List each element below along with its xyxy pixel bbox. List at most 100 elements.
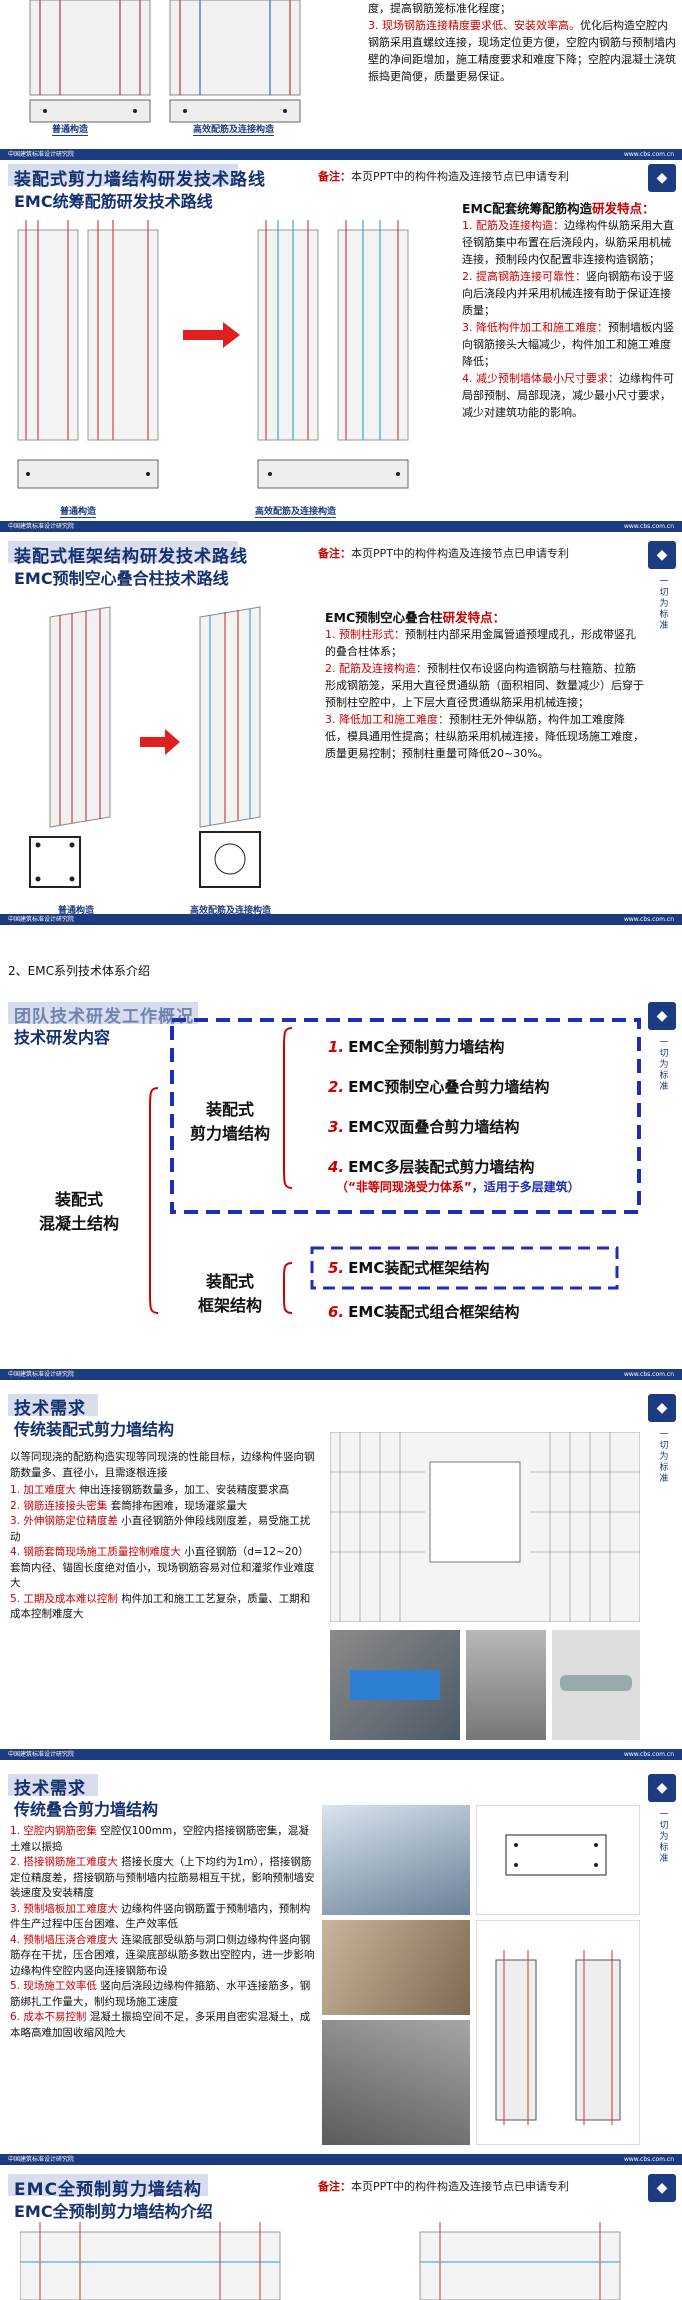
feature-item: 4. 减少预制墙体最小尺寸要求：边缘构件可局部预制、局部现浇，减少最小尺寸要求，… xyxy=(462,370,674,421)
item-body: 小直径钢筋（d=12~20）套筒内径、锚固长度绝对值小，现场钢筋容易对位和灌浆作… xyxy=(10,1546,315,1589)
item-lead: 2. 搭接钢筋施工难度大 xyxy=(10,1856,118,1868)
site-photo-1 xyxy=(330,1630,460,1740)
item-text: EMC多层装配式剪力墙结构 xyxy=(348,1158,535,1176)
requirement-item: 5. 工期及成本难以控制 构件加工和施工工艺复杂，质量、工期和成本控制难度大 xyxy=(10,1592,315,1623)
footer-right: www.cbs.com.cn xyxy=(623,1371,674,1378)
item-body: 搭接长度大（上下均约为1m），搭接钢筋定位精度差，搭接钢筋与预制墙内拉筋易相互干… xyxy=(10,1856,315,1899)
slide6-text: 1. 空腔内钢筋密集 空腔仅100mm，空腔内搭接钢筋密集，混凝土难以振捣 2.… xyxy=(10,1824,315,2041)
slide4-title: 团队技术研发工作概况 xyxy=(14,1007,194,1027)
requirement-item: 2. 钢筋连接接头密集 套筒排布困难，现场灌浆量大 xyxy=(10,1499,315,1515)
slide2-features: EMC配套统筹配筋构造研发特点： 1. 配筋及连接构造：边缘构件纵筋采用大直径钢… xyxy=(462,200,674,421)
requirement-item: 1. 空腔内钢筋密集 空腔仅100mm，空腔内搭接钢筋密集，混凝土难以振捣 xyxy=(10,1824,315,1855)
note-text: 本页PPT中的构件构造及连接节点已申请专利 xyxy=(351,2180,569,2193)
slide5-text: 以等同现浇的配筋构造实现等同现浇的性能目标，边缘构件竖向钢筋数量多、直径小，且需… xyxy=(10,1450,315,1623)
slide7-title: EMC全预制剪力墙结构 xyxy=(14,2180,203,2200)
item-body: 竖向后浇段边缘构件箍筋、水平连接筋多，钢筋绑扎工作量大，制约现场施工速度 xyxy=(10,1980,311,2008)
slide2-note: 备注：本页PPT中的构件构造及连接节点已申请专利 xyxy=(318,168,569,184)
item-lead: 2. 钢筋连接接头密集 xyxy=(10,1499,108,1512)
panel-photo-1 xyxy=(322,1805,470,1915)
item-text: EMC双面叠合剪力墙结构 xyxy=(348,1118,520,1136)
item-body: 边缘构件竖向钢筋置于预制墙内，预制构件生产过程中压台困难、生产效率低 xyxy=(10,1902,311,1931)
item-body: 小直径钢筋外伸段线刚度差，易受施工扰动 xyxy=(10,1515,311,1543)
logo-icon: ◆ xyxy=(648,2174,676,2202)
title-bar xyxy=(8,1002,198,1024)
branch-shear-wall: 装配式 剪力墙结构 xyxy=(189,1100,270,1143)
title-bar xyxy=(8,1774,98,1796)
slide4-subtitle: 技术研发内容 xyxy=(14,1028,111,1047)
item-number: 4. xyxy=(328,1158,345,1176)
section-drawing-2 xyxy=(476,1920,640,2145)
item-body: 连梁底部受纵筋与洞口侧边缘构件竖向钢筋存在干扰，压合困难，连梁底部纵筋多数出空腔… xyxy=(10,1933,315,1977)
note-text: 本页PPT中的构件构造及连接节点已申请专利 xyxy=(351,547,569,560)
footer-left: 中国建筑标准设计研究院 xyxy=(8,2156,75,2163)
item-lead: 1. 空腔内钢筋密集 xyxy=(10,1825,97,1837)
slide-4: 团队技术研发工作概况 技术研发内容 ◆ 一切为标准 装配式 混凝土结构 装配式 … xyxy=(0,998,682,1380)
branch-frame: 装配式 框架结构 xyxy=(197,1272,262,1315)
item-lead: 3. 外伸钢筋定位精度差 xyxy=(10,1515,118,1527)
footer-left: 中国建筑标准设计研究院 xyxy=(8,916,75,923)
title-bar xyxy=(8,2174,208,2196)
item-body: 伸出连接钢筋数量多，加工、安装精度要求高 xyxy=(75,1484,290,1496)
requirement-item: 3. 外伸钢筋定位精度差 小直径钢筋外伸段线刚度差，易受施工扰动 xyxy=(10,1514,315,1545)
item-number: 3. xyxy=(328,1118,345,1136)
slide7-note: 备注：本页PPT中的构件构造及连接节点已申请专利 xyxy=(318,2178,569,2194)
item-body: 构件加工和施工工艺复杂，质量、工期和成本控制难度大 xyxy=(10,1592,311,1621)
item-text: EMC预制空心叠合剪力墙结构 xyxy=(348,1078,550,1096)
research-item-5: 5.EMC装配式框架结构 xyxy=(328,1257,489,1278)
slide2-diagram xyxy=(17,220,409,489)
feature-item: 2. 提高钢筋连接可靠性：竖向钢筋布设于竖向后浇段内并采用机械连接有助于保证连接… xyxy=(462,268,674,319)
logo-icon: ◆ xyxy=(648,1394,676,1422)
requirement-item: 4. 预制墙压浇合难度大 连梁底部受纵筋与洞口侧边缘构件竖向钢筋存在干扰，压合困… xyxy=(10,1933,315,1980)
slide1-point3: 3. 现场钢筋连接精度要求低、安装效率高。优化后构造空腔内钢筋采用直螺纹连接，现… xyxy=(368,17,678,85)
root-node: 装配式 混凝土结构 xyxy=(38,1190,119,1233)
footer-right: www.cbs.com.cn xyxy=(623,523,674,530)
slide2-caption-right: 高效配筋及连接构造 xyxy=(255,504,337,518)
requirement-item: 2. 搭接钢筋施工难度大 搭接长度大（上下均约为1m），搭接钢筋定位精度差，搭接… xyxy=(10,1855,315,1902)
slide5-subtitle: 传统装配式剪力墙结构 xyxy=(14,1420,175,1439)
logo-icon: ◆ xyxy=(648,1002,676,1030)
item-lead: 4. 钢筋套筒现场施工质量控制难度大 xyxy=(10,1546,181,1558)
feature-lead: 1. 配筋及连接构造： xyxy=(462,219,564,232)
slide3-subtitle: EMC预制空心叠合柱技术路线 xyxy=(14,569,229,588)
features-heading: EMC预制空心叠合柱研发特点： xyxy=(325,609,645,626)
feature-item: 2. 配筋及连接构造：预制柱仅布设竖向构造钢筋与柱箍筋、拉筋形成钢筋笼，采用大直… xyxy=(325,660,645,711)
item-lead: 5. 工期及成本难以控制 xyxy=(10,1592,118,1605)
section-heading: 2、EMC系列技术体系介绍 xyxy=(8,964,150,978)
features-heading-red: 研发特点： xyxy=(592,201,655,216)
section-drawing-1 xyxy=(476,1805,640,1915)
footer-right: www.cbs.com.cn xyxy=(623,1751,674,1758)
feature-lead: 2. 配筋及连接构造： xyxy=(325,662,427,675)
feature-body: 预制柱无外伸纵筋，构件加工难度降低，模具通用性提高；柱纵筋采用机械连接，降低现场… xyxy=(325,713,644,760)
item-text: EMC全预制剪力墙结构 xyxy=(348,1038,505,1056)
feature-item: 1. 配筋及连接构造：边缘构件纵筋采用大直径钢筋集中布置在后浇段内，纵筋采用机械… xyxy=(462,217,674,268)
feature-lead: 1. 预制柱形式： xyxy=(325,628,405,641)
logo-icon: ◆ xyxy=(648,541,676,569)
feature-lead: 2. 提高钢筋连接可靠性： xyxy=(462,270,586,283)
note-label: 备注： xyxy=(318,547,351,560)
slide1-point3-body: 优化后构造空腔内钢筋采用直螺纹连接，现场定位更方便，空腔内钢筋与预制墙内壁的净间… xyxy=(368,19,676,83)
features-heading: EMC配套统筹配筋构造研发特点： xyxy=(462,200,674,217)
title-bar xyxy=(8,164,238,186)
item-lead: 1. 加工难度大 xyxy=(10,1484,76,1496)
research-item-1: 1.EMC全预制剪力墙结构 xyxy=(328,1036,504,1057)
note-label: 备注： xyxy=(318,2180,351,2193)
panel-photo-2 xyxy=(322,1920,470,2015)
arrow-icon xyxy=(183,322,240,348)
research-item-3: 3.EMC双面叠合剪力墙结构 xyxy=(328,1116,519,1137)
logo-vertical-text: 一切为标准 xyxy=(659,1430,669,1484)
slide-6: 技术需求 传统叠合剪力墙结构 ◆ 一切为标准 1. 空腔内钢筋密集 空腔仅100… xyxy=(0,1770,682,2165)
slide4-tree xyxy=(149,1018,641,1314)
footer-right: www.cbs.com.cn xyxy=(623,916,674,923)
item-text: EMC装配式组合框架结构 xyxy=(348,1303,520,1321)
feature-lead: 4. 减少预制墙体最小尺寸要求： xyxy=(462,372,619,385)
logo-icon: ◆ xyxy=(648,1774,676,1802)
slide-5: 技术需求 传统装配式剪力墙结构 ◆ 一切为标准 以等同现浇的配筋构造实现等同现浇… xyxy=(0,1390,682,1760)
slide3-note: 备注：本页PPT中的构件构造及连接节点已申请专利 xyxy=(318,545,569,561)
slide3-diagram xyxy=(29,606,261,888)
item-number: 1. xyxy=(328,1038,345,1056)
slide-1: 普通构造 高效配筋及连接构造 度，提高钢筋笼标准化程度； 3. 现场钢筋连接精度… xyxy=(0,0,682,160)
slide1-diagram xyxy=(29,0,301,123)
title-bar xyxy=(8,541,238,563)
